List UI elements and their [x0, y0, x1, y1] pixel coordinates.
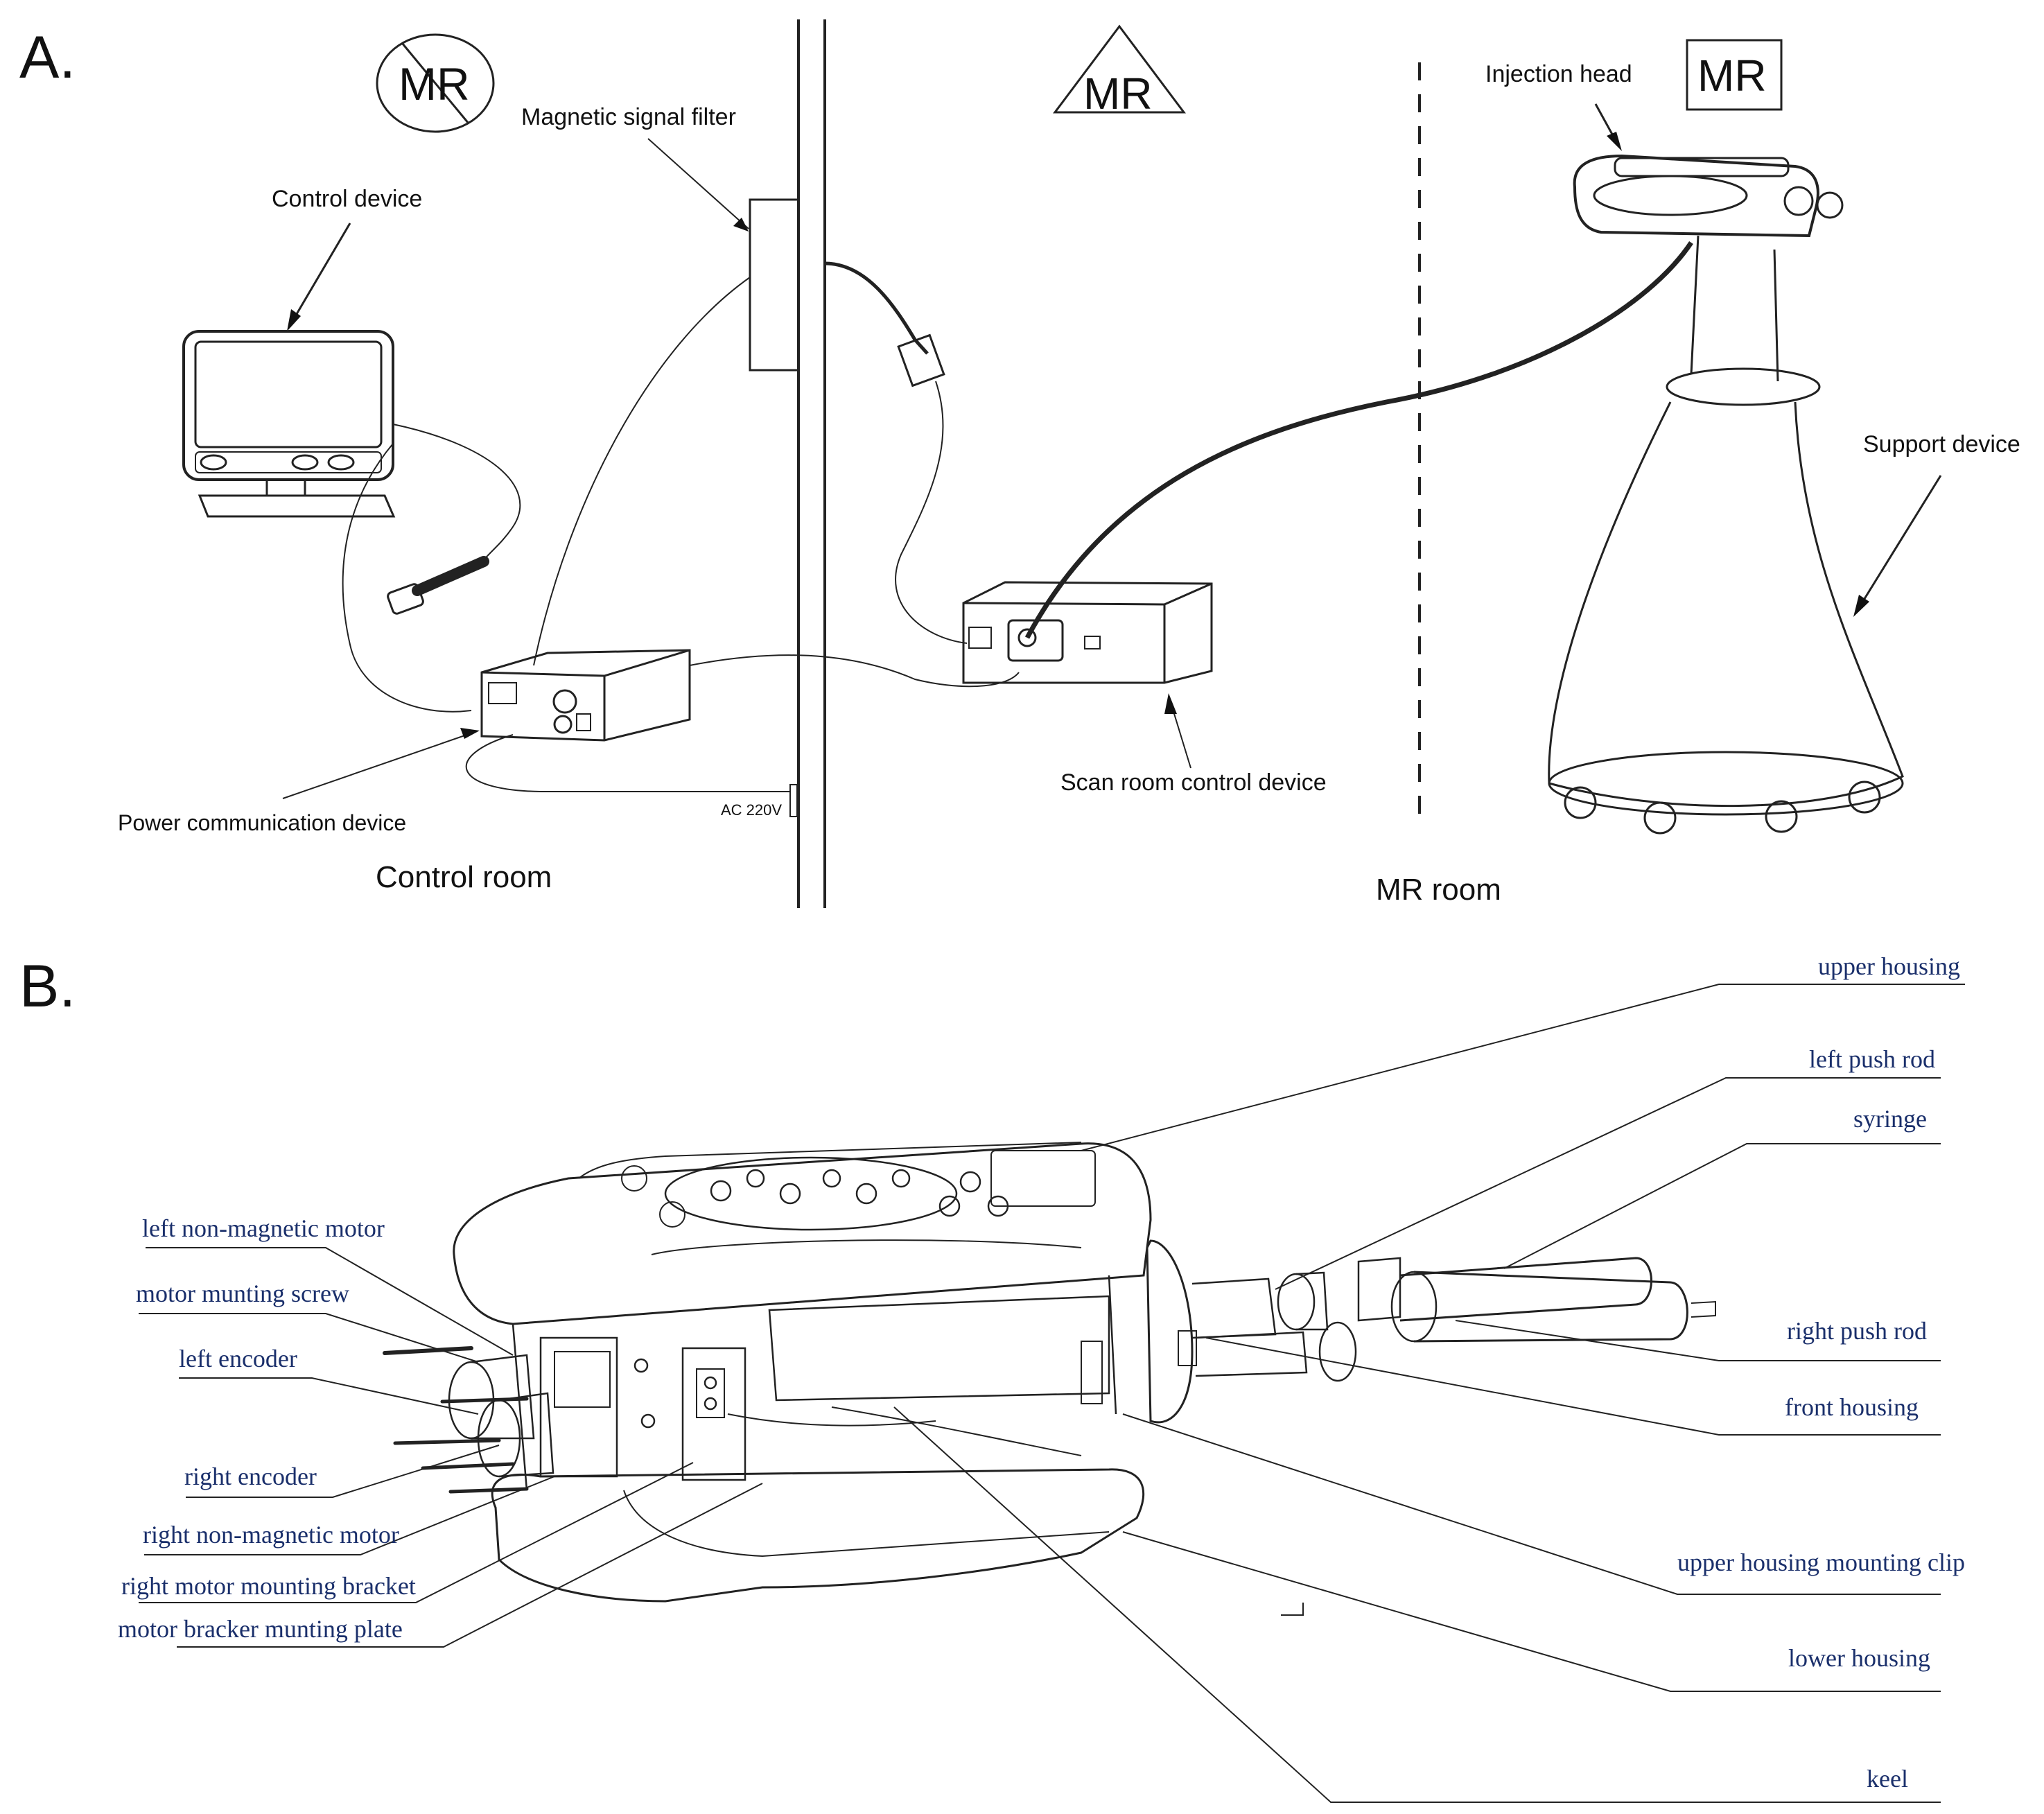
mr-unsafe-symbol: MR: [376, 33, 495, 133]
magnetic-filter-label: Magnetic signal filter: [521, 104, 736, 130]
scan-room-control-label: Scan room control device: [1060, 769, 1327, 796]
control-room-label: Control room: [376, 860, 552, 894]
mr-conditional-symbol: MR: [1053, 24, 1186, 119]
label-motor-munting-screw: motor munting screw: [136, 1280, 349, 1307]
support-device-label: Support device: [1863, 431, 2020, 457]
panel-b: B.: [19, 952, 1965, 1803]
label-keel: keel: [1867, 1765, 1908, 1793]
injection-head-cable: [1024, 241, 1693, 639]
control-device-cable: [392, 424, 521, 569]
injector-exploded-drawing: [383, 1142, 1716, 1603]
ac-power-cable: [465, 734, 790, 792]
injection-head: [1573, 154, 1844, 238]
panel-a: A. MR MR MR Magnetic signal filter Contr…: [19, 19, 2020, 908]
magnetic-filter-box: [749, 198, 800, 372]
mr-room-label: MR room: [1376, 873, 1501, 907]
support-stand: [1548, 235, 1904, 835]
label-right-encoder: right encoder: [184, 1463, 317, 1490]
label-left-encoder: left encoder: [179, 1345, 297, 1372]
label-left-push-rod: left push rod: [1809, 1045, 1935, 1073]
left-leaders: [139, 1247, 763, 1648]
power-communication-label: Power communication device: [118, 810, 406, 835]
label-motor-bracker-munting-plate: motor bracker munting plate: [118, 1615, 403, 1643]
right-leaders: [893, 984, 1965, 1803]
label-upper-housing: upper housing: [1818, 952, 1960, 980]
power-communication-box: [480, 649, 691, 742]
label-right-motor-mounting-bracket: right motor mounting bracket: [121, 1572, 416, 1600]
panel-b-label: B.: [19, 953, 76, 1020]
left-label-group: left non-magnetic motor motor munting sc…: [118, 1214, 416, 1643]
panel-a-label: A.: [19, 24, 76, 91]
injection-head-label: Injection head: [1485, 61, 1632, 87]
label-right-push-rod: right push rod: [1787, 1317, 1927, 1345]
control-device-monitor: [182, 330, 396, 518]
label-syringe: syringe: [1853, 1105, 1927, 1133]
mr-conditional-text: MR: [1083, 69, 1153, 119]
mr-unsafe-text: MR: [399, 58, 470, 110]
label-right-non-magnetic-motor: right non-magnetic motor: [143, 1521, 399, 1549]
mr-safe-text: MR: [1697, 51, 1767, 101]
label-upper-housing-mounting-clip: upper housing mounting clip: [1677, 1549, 1965, 1576]
right-label-group: upper housing left push rod syringe righ…: [1677, 952, 1965, 1793]
label-lower-housing: lower housing: [1788, 1644, 1930, 1672]
control-device-label: Control device: [272, 186, 422, 212]
mr-safe-symbol: MR: [1686, 39, 1783, 111]
ac-label: AC 220V: [721, 801, 782, 819]
label-front-housing: front housing: [1785, 1393, 1919, 1421]
label-left-non-magnetic-motor: left non-magnetic motor: [142, 1214, 385, 1242]
